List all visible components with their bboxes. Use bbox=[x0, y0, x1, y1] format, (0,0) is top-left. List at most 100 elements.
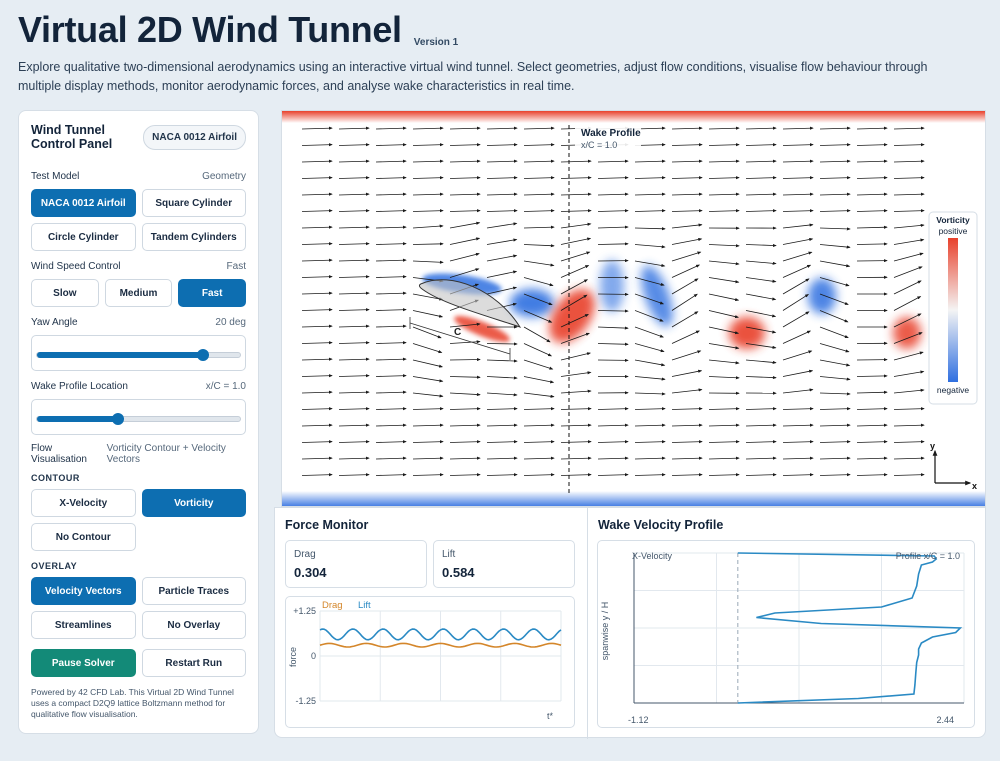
velocity-vector bbox=[782, 192, 814, 196]
velocity-vector bbox=[745, 176, 777, 180]
velocity-vector bbox=[634, 244, 666, 249]
velocity-vector bbox=[449, 221, 481, 229]
velocity-vector bbox=[819, 192, 851, 196]
velocity-vector bbox=[782, 176, 814, 180]
velocity-vector bbox=[449, 322, 481, 328]
velocity-vectors bbox=[301, 126, 925, 477]
velocity-vector bbox=[745, 423, 777, 427]
velocity-vector bbox=[375, 291, 407, 295]
velocity-vector bbox=[597, 407, 629, 411]
velocity-vector bbox=[893, 280, 922, 295]
velocity-vector bbox=[338, 225, 370, 229]
velocity-vector bbox=[671, 209, 703, 213]
velocity-vector bbox=[597, 176, 629, 180]
vortex-blob bbox=[808, 278, 836, 314]
velocity-vector bbox=[819, 143, 851, 147]
velocity-vector bbox=[819, 376, 851, 381]
velocity-vector bbox=[893, 266, 923, 278]
velocity-vector bbox=[819, 456, 851, 460]
wake-profile-tag-sub: x/C = 1.0 bbox=[581, 140, 617, 150]
velocity-vector bbox=[597, 242, 629, 246]
velocity-vector bbox=[634, 376, 666, 381]
velocity-vector bbox=[486, 176, 518, 180]
speed-slow-button[interactable]: Slow bbox=[31, 279, 99, 307]
velocity-vector bbox=[375, 242, 407, 246]
control-panel: Wind Tunnel Control Panel NACA 0012 Airf… bbox=[18, 110, 259, 734]
velocity-vector bbox=[375, 390, 407, 394]
velocity-vector bbox=[782, 237, 814, 245]
flow-visualisation-canvas[interactable]: C Wake Profile x/C = 1.0 Vorticity posit… bbox=[281, 110, 986, 507]
overlay-vectors-button[interactable]: Velocity Vectors bbox=[31, 577, 136, 605]
velocity-vector bbox=[745, 143, 777, 147]
velocity-vector bbox=[375, 341, 407, 345]
contour-vorticity-button[interactable]: Vorticity bbox=[141, 489, 246, 517]
vortex-blob bbox=[893, 317, 921, 349]
velocity-vector bbox=[375, 357, 407, 361]
velocity-vector bbox=[375, 258, 407, 262]
velocity-vector bbox=[819, 343, 850, 353]
version-label: Version 1 bbox=[413, 37, 459, 48]
contour-none-button[interactable]: No Contour bbox=[31, 523, 136, 551]
wake-location-slider[interactable] bbox=[31, 399, 246, 435]
velocity-vector bbox=[486, 423, 518, 427]
chord-dimension-line bbox=[409, 322, 511, 355]
bottom-panel: Force Monitor Drag 0.304 Lift 0.584 +1.2… bbox=[274, 507, 986, 739]
velocity-vector bbox=[782, 311, 810, 328]
velocity-vector bbox=[486, 192, 518, 196]
velocity-vector bbox=[893, 440, 925, 444]
yaw-slider-track[interactable] bbox=[36, 349, 241, 361]
wake-x-tick: -1.12 bbox=[628, 715, 649, 725]
wake-chart-label: X-Velocity bbox=[632, 551, 673, 561]
contour-xvelocity-button[interactable]: X-Velocity bbox=[31, 489, 136, 517]
velocity-vector bbox=[523, 310, 553, 323]
velocity-vector bbox=[523, 176, 555, 180]
velocity-vector bbox=[412, 343, 443, 354]
overlay-streamlines-button[interactable]: Streamlines bbox=[31, 611, 136, 639]
velocity-vector bbox=[893, 176, 925, 180]
wake-slider-handle[interactable] bbox=[112, 413, 125, 425]
velocity-vector bbox=[449, 126, 481, 130]
velocity-vector bbox=[412, 260, 444, 264]
velocity-vector bbox=[523, 277, 554, 287]
axis-indicator: x y bbox=[930, 441, 977, 491]
velocity-vector bbox=[745, 359, 777, 365]
velocity-vector bbox=[856, 242, 888, 246]
velocity-vector bbox=[634, 473, 666, 477]
legend-negative-label: negative bbox=[937, 385, 969, 395]
pause-solver-button[interactable]: Pause Solver bbox=[31, 649, 136, 677]
wake-slider-track[interactable] bbox=[36, 413, 241, 425]
velocity-vector bbox=[782, 330, 812, 344]
overlay-none-button[interactable]: No Overlay bbox=[141, 611, 246, 639]
velocity-vector bbox=[486, 286, 518, 295]
force-legend-drag: Drag bbox=[322, 600, 343, 611]
velocity-vector bbox=[486, 254, 518, 262]
speed-fast-button[interactable]: Fast bbox=[178, 279, 246, 307]
page-title: Virtual 2D Wind Tunnel bbox=[18, 9, 402, 50]
speed-medium-button[interactable]: Medium bbox=[104, 279, 173, 307]
velocity-vector bbox=[597, 159, 629, 163]
yaw-angle-slider[interactable] bbox=[31, 335, 246, 371]
velocity-vector bbox=[819, 359, 851, 367]
model-circle-button[interactable]: Circle Cylinder bbox=[31, 223, 136, 251]
velocity-vector bbox=[449, 357, 481, 362]
top-wall-vorticity bbox=[282, 111, 985, 123]
wake-velocity-title: Wake Velocity Profile bbox=[598, 518, 724, 532]
velocity-vector bbox=[745, 126, 777, 130]
wind-speed-value: Fast bbox=[226, 261, 246, 272]
velocity-vector bbox=[597, 456, 629, 460]
model-tandem-button[interactable]: Tandem Cylinders bbox=[141, 223, 246, 251]
overlay-particles-button[interactable]: Particle Traces bbox=[141, 577, 246, 605]
model-naca-button[interactable]: NACA 0012 Airfoil bbox=[31, 189, 136, 217]
velocity-vector bbox=[819, 473, 851, 477]
velocity-vector bbox=[523, 293, 553, 306]
contour-section-label: CONTOUR bbox=[31, 473, 80, 483]
wake-velocity-series bbox=[737, 552, 963, 704]
velocity-vector bbox=[819, 293, 849, 305]
velocity-vector bbox=[449, 268, 480, 278]
yaw-slider-handle[interactable] bbox=[197, 349, 210, 361]
restart-run-button[interactable]: Restart Run bbox=[141, 649, 246, 677]
velocity-vector bbox=[671, 388, 703, 394]
model-square-button[interactable]: Square Cylinder bbox=[141, 189, 246, 217]
velocity-vector bbox=[301, 473, 333, 477]
wake-chart-profile: Profile x/C = 1.0 bbox=[896, 551, 960, 561]
